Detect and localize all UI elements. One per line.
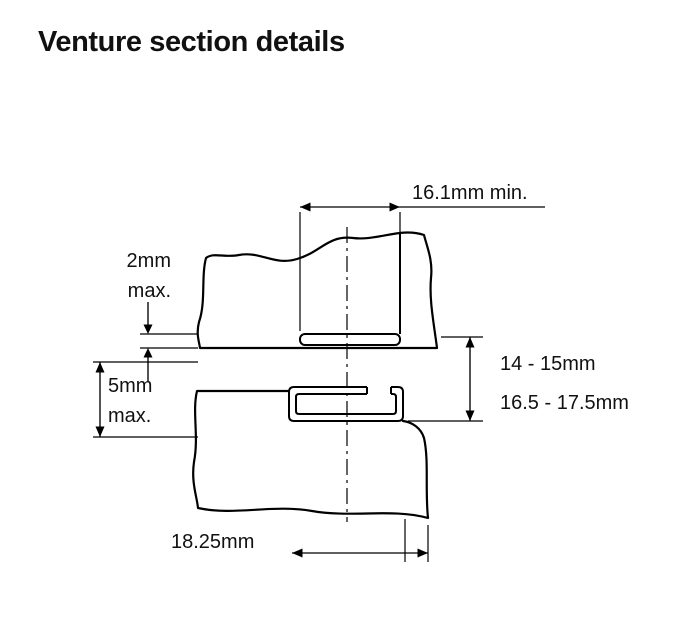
dim-label-gap: 5mm max. xyxy=(108,371,152,431)
bottom-section-outline xyxy=(192,389,430,520)
dim-engagement-arrow-up xyxy=(465,337,475,348)
dim-bottom-width xyxy=(292,519,429,562)
dim-label-gap-value: 5mm xyxy=(108,375,153,397)
dim-label-top-width: 16.1mm min. xyxy=(412,182,528,204)
dim-top-width-arrow-right xyxy=(389,202,400,212)
page-title: Venture section details xyxy=(38,26,345,58)
dim-gap-arrow-up xyxy=(95,362,105,373)
top-section-outline xyxy=(196,231,439,350)
dim-recess-arrow-down xyxy=(143,324,153,334)
dim-top-width-arrow-left xyxy=(300,202,311,212)
dim-label-recess-value: 2mm xyxy=(126,250,171,272)
locating-tab xyxy=(299,333,401,346)
dim-label-bottom-width: 18.25mm xyxy=(171,531,255,553)
dim-gap-arrow-down xyxy=(95,426,105,437)
dim-label-recess-qualifier: max. xyxy=(127,280,171,302)
dim-recess-depth xyxy=(140,302,198,382)
dim-gap xyxy=(93,361,198,438)
channel-inner-profile xyxy=(295,393,397,415)
dim-label-engagement: 14 - 15mm xyxy=(500,353,596,375)
dim-label-gap-qualifier: max. xyxy=(108,405,152,427)
bottom-section xyxy=(192,386,430,520)
dim-recess-arrow-up xyxy=(143,348,153,358)
dim-label-recess: 2mm max. xyxy=(103,246,171,306)
dim-engagement xyxy=(408,336,483,422)
dim-bottom-width-arrow-left xyxy=(292,548,303,558)
dim-bottom-width-arrow-right xyxy=(417,548,428,558)
channel-outer-profile xyxy=(288,386,404,422)
dim-top-width xyxy=(299,202,545,331)
top-section xyxy=(196,231,439,350)
dim-engagement-arrow-down xyxy=(465,410,475,421)
dim-label-overall: 16.5 - 17.5mm xyxy=(500,392,629,414)
